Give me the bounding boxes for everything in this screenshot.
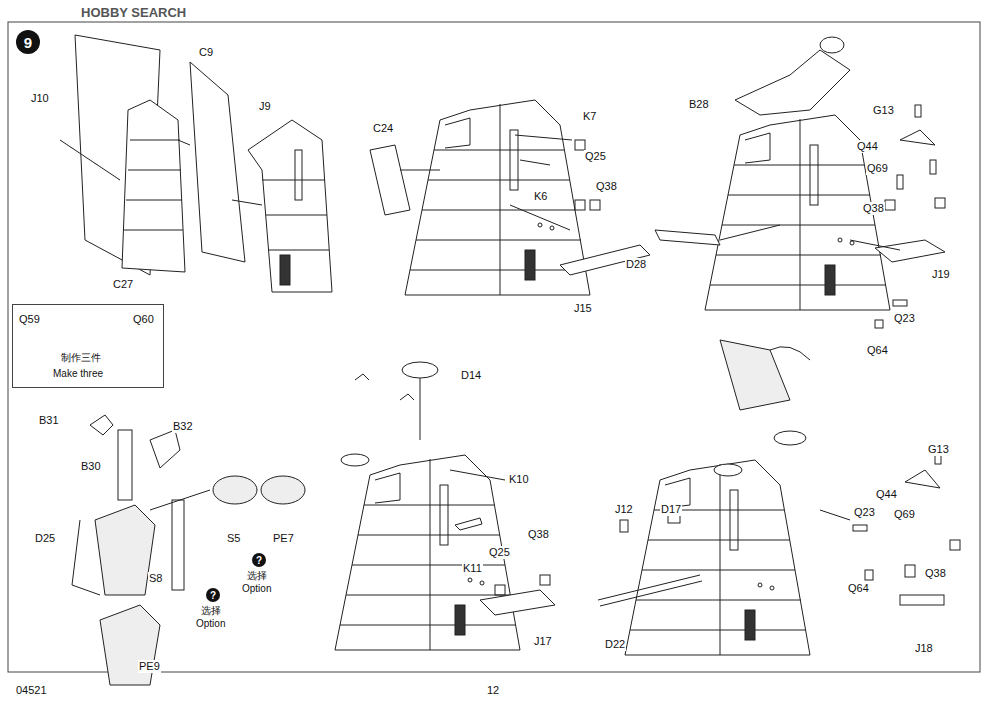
part-number: B30 — [80, 460, 102, 473]
part-number: K10 — [508, 473, 530, 486]
part-number: S5 — [226, 532, 241, 545]
node-text: ? — [252, 554, 266, 567]
part-number: Q38 — [527, 528, 550, 541]
part-number: J9 — [258, 100, 272, 113]
part-number: C9 — [198, 46, 214, 59]
part-number: Q38 — [595, 180, 618, 193]
part-number: G13 — [872, 104, 895, 117]
part-number: D22 — [604, 638, 626, 651]
tower-top-right — [655, 37, 945, 328]
part-number: Q69 — [893, 508, 916, 521]
part-number: Q64 — [866, 344, 889, 357]
part-number: J18 — [914, 642, 934, 655]
step-number: 9 — [16, 30, 40, 54]
part-number: D28 — [625, 258, 647, 271]
node-text: ? — [206, 589, 220, 602]
part-number: D17 — [660, 503, 682, 516]
part-number: Q25 — [488, 546, 511, 559]
part-number: B32 — [172, 420, 194, 433]
part-number: Q38 — [862, 202, 885, 215]
part-number: PE7 — [272, 532, 295, 545]
note-box: Q59 Q60 制作三件 Make three — [12, 304, 164, 388]
part-number: Q69 — [866, 162, 889, 175]
part-number: C27 — [112, 278, 134, 291]
part-number: PE9 — [138, 660, 161, 673]
page-number: 12 — [486, 684, 500, 697]
part-number: J12 — [614, 503, 634, 516]
tower-top-middle — [370, 100, 650, 295]
part-number: C24 — [372, 122, 394, 135]
node-text: 9 — [16, 36, 40, 49]
part-number: J19 — [931, 268, 951, 281]
part-number: K6 — [533, 190, 548, 203]
tower-bottom-right — [598, 340, 960, 655]
page-number: 04521 — [15, 684, 48, 697]
node-text: Option — [242, 582, 271, 595]
part-number: G13 — [927, 443, 950, 456]
watermark: HOBBY SEARCH — [80, 6, 187, 19]
part-number: K7 — [582, 110, 597, 123]
part-number: B31 — [38, 414, 60, 427]
node-text: 选择 — [247, 569, 267, 582]
frame — [8, 22, 980, 672]
panel-parts — [60, 35, 332, 292]
part-number: K11 — [462, 562, 483, 575]
node-text: Q60 — [133, 313, 154, 326]
node-text: Q59 — [19, 313, 40, 326]
node-text: Make three — [53, 367, 103, 380]
part-number: D25 — [34, 532, 56, 545]
part-number: Q64 — [847, 582, 870, 595]
node-text: Option — [196, 617, 225, 630]
tower-bottom-middle — [335, 362, 555, 650]
part-number: B28 — [688, 98, 710, 111]
part-number: Q44 — [856, 140, 879, 153]
node-text: 制作三件 — [61, 351, 101, 364]
part-number: Q38 — [924, 567, 947, 580]
part-number: S8 — [148, 572, 163, 585]
option-mark: ? 选择Option — [236, 553, 282, 601]
part-number: D14 — [460, 369, 482, 382]
part-number: J10 — [30, 92, 50, 105]
part-number: Q25 — [584, 150, 607, 163]
option-mark: ? 选择Option — [190, 588, 236, 636]
part-number: Q23 — [853, 506, 876, 519]
part-number: J17 — [533, 635, 553, 648]
node-text: 选择 — [201, 604, 221, 617]
part-number: J15 — [573, 302, 593, 315]
part-number: Q44 — [875, 488, 898, 501]
part-number: Q23 — [893, 312, 916, 325]
